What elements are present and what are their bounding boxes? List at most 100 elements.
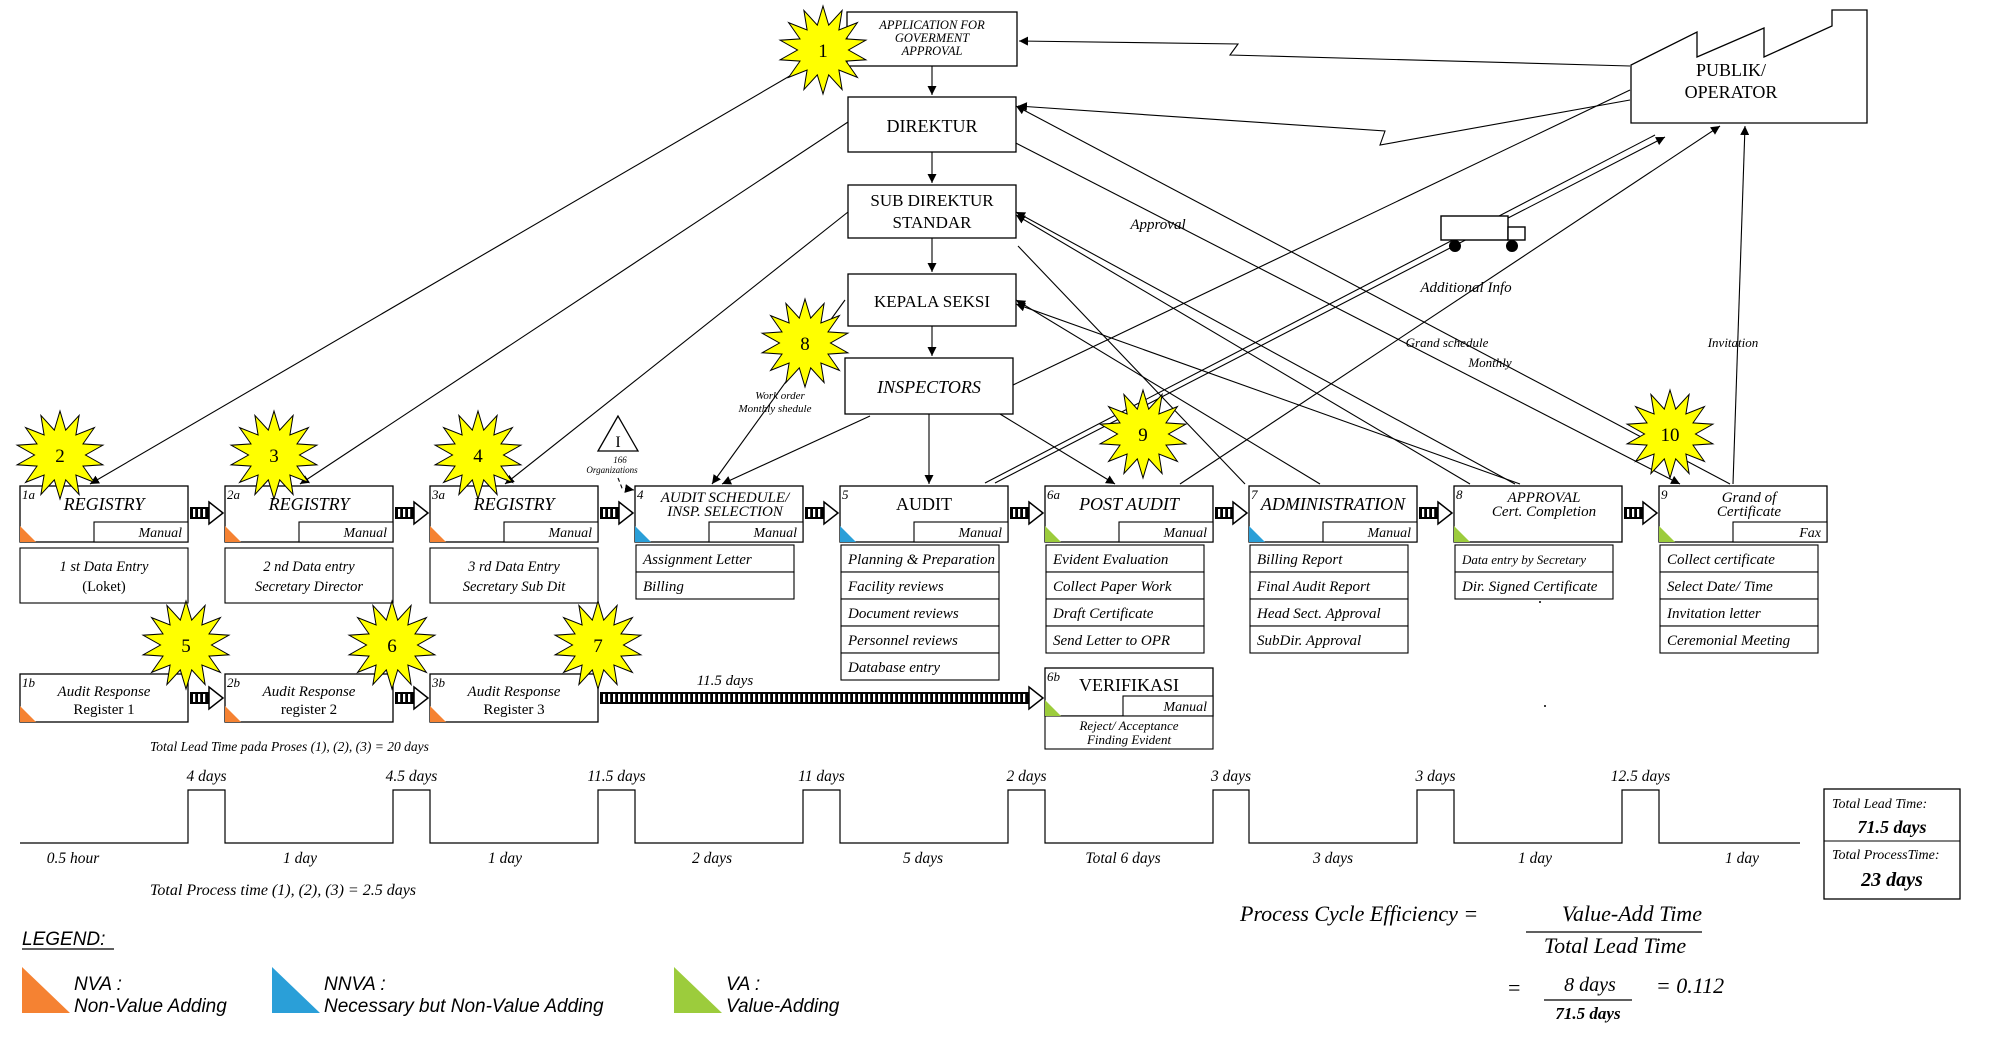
stray-dot [1539, 601, 1541, 603]
process-detail-line: 2 nd Data entry [263, 559, 355, 575]
push-arrow-stripe [1018, 694, 1021, 702]
process-time-label: Total ProcessTime: [1832, 848, 1939, 863]
push-arrow-stripe [928, 694, 931, 702]
inventory-label: I [615, 434, 620, 451]
legend-title: LEGEND: [22, 929, 105, 950]
process-tag-box [93, 521, 189, 543]
approval-annotation: Approval [1129, 217, 1185, 233]
kaizen-burst-2: 2 [15, 409, 105, 501]
legend-abbr: NNVA : [324, 974, 386, 995]
push-arrow-stripe [613, 694, 616, 702]
kaizen-burst-5: 5 [141, 599, 231, 691]
process-item-box [1249, 544, 1409, 573]
additional-info-annotation: Additional Info [1419, 280, 1512, 296]
push-arrow-stripe [803, 694, 806, 702]
process-tag: Manual [547, 526, 592, 541]
process-tag-box [913, 521, 1009, 543]
process-tag-box [1732, 521, 1828, 543]
push-arrow-stripe [608, 694, 611, 702]
process-title: POST AUDIT [1078, 494, 1181, 514]
pce-value-denominator: 71.5 days [1555, 1004, 1621, 1023]
push-arrow-stripe [853, 694, 856, 702]
burst-shape [1098, 388, 1188, 480]
process-item: Personnel reviews [847, 633, 958, 649]
process-tag-box [1322, 521, 1418, 543]
direktur-box [847, 96, 1017, 153]
process-item: Evident Evaluation [1052, 552, 1168, 568]
legend-desc: Necessary but Non-Value Adding [324, 996, 604, 1017]
push-arrow-stripe [1223, 509, 1226, 517]
burst-number: 8 [800, 334, 810, 355]
push-arrow [805, 500, 840, 526]
process-title: VERIFIKASI [1079, 675, 1179, 695]
legend-desc: Value-Adding [726, 996, 840, 1017]
push-arrow-stripe [838, 694, 841, 702]
info-flow-line [721, 415, 871, 485]
vsm-shapes: APPLICATION FORGOVERMENTAPPROVALDIREKTUR… [19, 9, 1961, 1023]
push-arrow [395, 685, 430, 711]
push-arrow-stripe [938, 694, 941, 702]
inventory-link [617, 477, 635, 493]
inventory-note: 166 [613, 455, 627, 465]
info-flow-line [1015, 302, 1521, 485]
push-arrow-stripe [868, 694, 871, 702]
push-arrow-stripe [668, 694, 671, 702]
push-arrow-head [413, 500, 430, 526]
burst-number: 5 [181, 636, 191, 657]
process-item: Send Letter to OPR [1053, 633, 1170, 649]
sub-direktur-label: SUB DIREKTUR [870, 191, 994, 210]
push-arrow-stripe [953, 694, 956, 702]
process-item: Facility reviews [847, 579, 944, 595]
push-arrow-stripe [193, 694, 196, 702]
process-tag: Manual [342, 526, 387, 541]
push-arrow-stripe [1018, 509, 1021, 517]
push-arrow-stripe [783, 694, 786, 702]
push-arrow-stripe [728, 694, 731, 702]
push-arrow-stripe [778, 694, 781, 702]
process-time: 1 day [1518, 850, 1552, 867]
push-arrow-head [1642, 500, 1659, 526]
process-item-box [1249, 598, 1409, 627]
process-item: SubDir. Approval [1257, 633, 1361, 649]
process-time: 1 day [283, 850, 317, 867]
push-arrow-stripe [403, 694, 406, 702]
push-arrow-stripe [673, 694, 676, 702]
pce-denominator: Total Lead Time [1544, 933, 1686, 958]
process-title: AUDIT [896, 494, 952, 514]
process-item-box [1045, 544, 1205, 573]
process-tag: Manual [137, 526, 182, 541]
process-tag-box [298, 521, 394, 543]
kaizen-burst-9: 9 [1098, 388, 1188, 480]
push-arrow-stripe [1637, 509, 1640, 517]
push-arrow [1419, 500, 1454, 526]
push-arrow-head [208, 500, 225, 526]
kaizen-burst-8: 8 [760, 297, 850, 389]
application-text: APPROVAL [901, 44, 963, 58]
response-title: Register 1 [73, 702, 134, 718]
process-time: 3 days [1312, 850, 1353, 867]
push-arrow-stripe [828, 694, 831, 702]
process-id: 8 [1456, 487, 1463, 502]
response-id: 1b [22, 675, 36, 690]
process-id: 7 [1251, 487, 1258, 502]
info-flow-line [1015, 299, 1321, 485]
process-time: 1 day [1725, 850, 1759, 867]
push-arrow-stripe [1228, 509, 1231, 517]
burst-shape [778, 4, 868, 96]
push-arrow-stripe [198, 509, 201, 517]
push-arrow-stripe [763, 694, 766, 702]
process-title: ADMINISTRATION [1260, 494, 1406, 514]
push-arrow-stripe [818, 694, 821, 702]
push-arrow-stripe [708, 694, 711, 702]
information-flow-lines [89, 36, 1750, 493]
push-arrow-stripe [733, 694, 736, 702]
process-cycle-efficiency: Process Cycle Efficiency =Value-Add Time… [1239, 901, 1724, 1023]
process-time: Total 6 days [1085, 850, 1160, 867]
process-item-box [1659, 598, 1819, 627]
nva-indicator [225, 526, 241, 542]
wait-time: 4.5 days [386, 768, 438, 785]
